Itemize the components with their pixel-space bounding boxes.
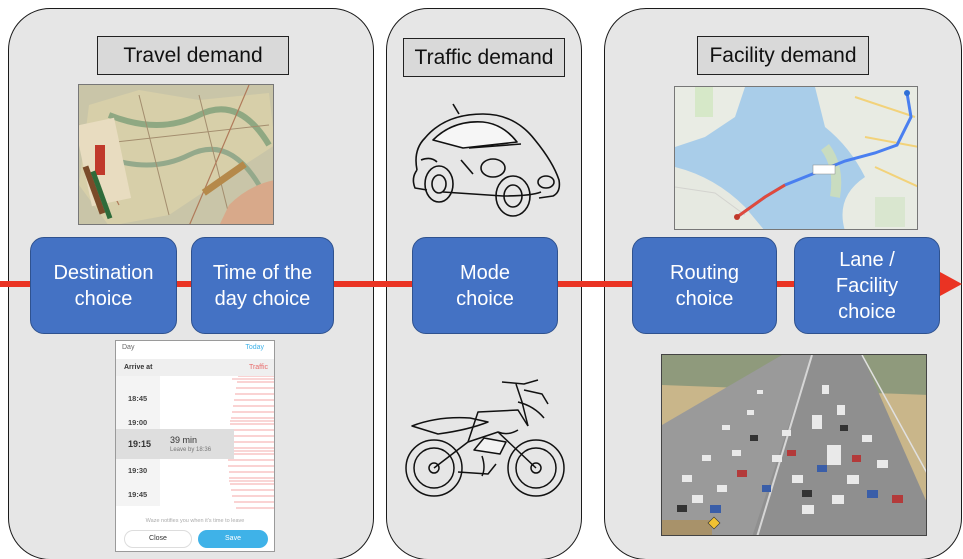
- waze-time-option[interactable]: 19:00: [128, 418, 148, 427]
- highway-traffic-photo: [661, 354, 927, 536]
- travel-demand-title: Travel demand: [97, 36, 289, 75]
- waze-time-option[interactable]: 18:45: [128, 394, 148, 403]
- waze-day-value[interactable]: Today: [245, 344, 264, 351]
- destination-choice-box: Destination choice: [30, 237, 177, 334]
- waze-header: Day Today: [116, 341, 274, 355]
- close-button[interactable]: Close: [124, 530, 192, 548]
- lane-facility-choice-box: Lane / Facility choice: [794, 237, 940, 334]
- traffic-demand-title: Traffic demand: [403, 38, 565, 77]
- waze-traffic-label: Traffic: [248, 364, 268, 371]
- time-of-day-choice-box: Time of the day choice: [191, 237, 334, 334]
- waze-notify-text: Waze notifies you when it's time to leav…: [145, 518, 245, 524]
- waze-selected-time: 19:15: [128, 439, 152, 449]
- paper-map-photo: [78, 84, 274, 225]
- car-icon: [412, 103, 561, 217]
- motorcycle-icon: [405, 379, 565, 497]
- waze-time-option[interactable]: 19:45: [128, 490, 148, 499]
- waze-subheader: Arrive at Traffic: [116, 359, 274, 376]
- waze-selected-row[interactable]: 19:15 39 min Leave by 18:36: [116, 429, 234, 459]
- waze-departure-screen: Day Today Arrive at Traffic 19:15 39 min: [115, 340, 275, 552]
- waze-arrive-label: Arrive at: [124, 364, 153, 371]
- routing-choice-box: Routing choice: [632, 237, 777, 334]
- facility-demand-title: Facility demand: [697, 36, 869, 75]
- flow-arrow-head: [940, 272, 962, 296]
- save-button[interactable]: Save: [198, 530, 268, 548]
- waze-duration: 39 min: [170, 435, 198, 445]
- route-map-screenshot: [674, 86, 918, 230]
- waze-time-option[interactable]: 19:30: [128, 466, 148, 475]
- traffic-density-hatch: [228, 376, 274, 509]
- waze-day-label: Day: [122, 344, 135, 351]
- waze-leave-by: Leave by 18:36: [170, 447, 212, 453]
- mode-choice-box: Mode choice: [412, 237, 558, 334]
